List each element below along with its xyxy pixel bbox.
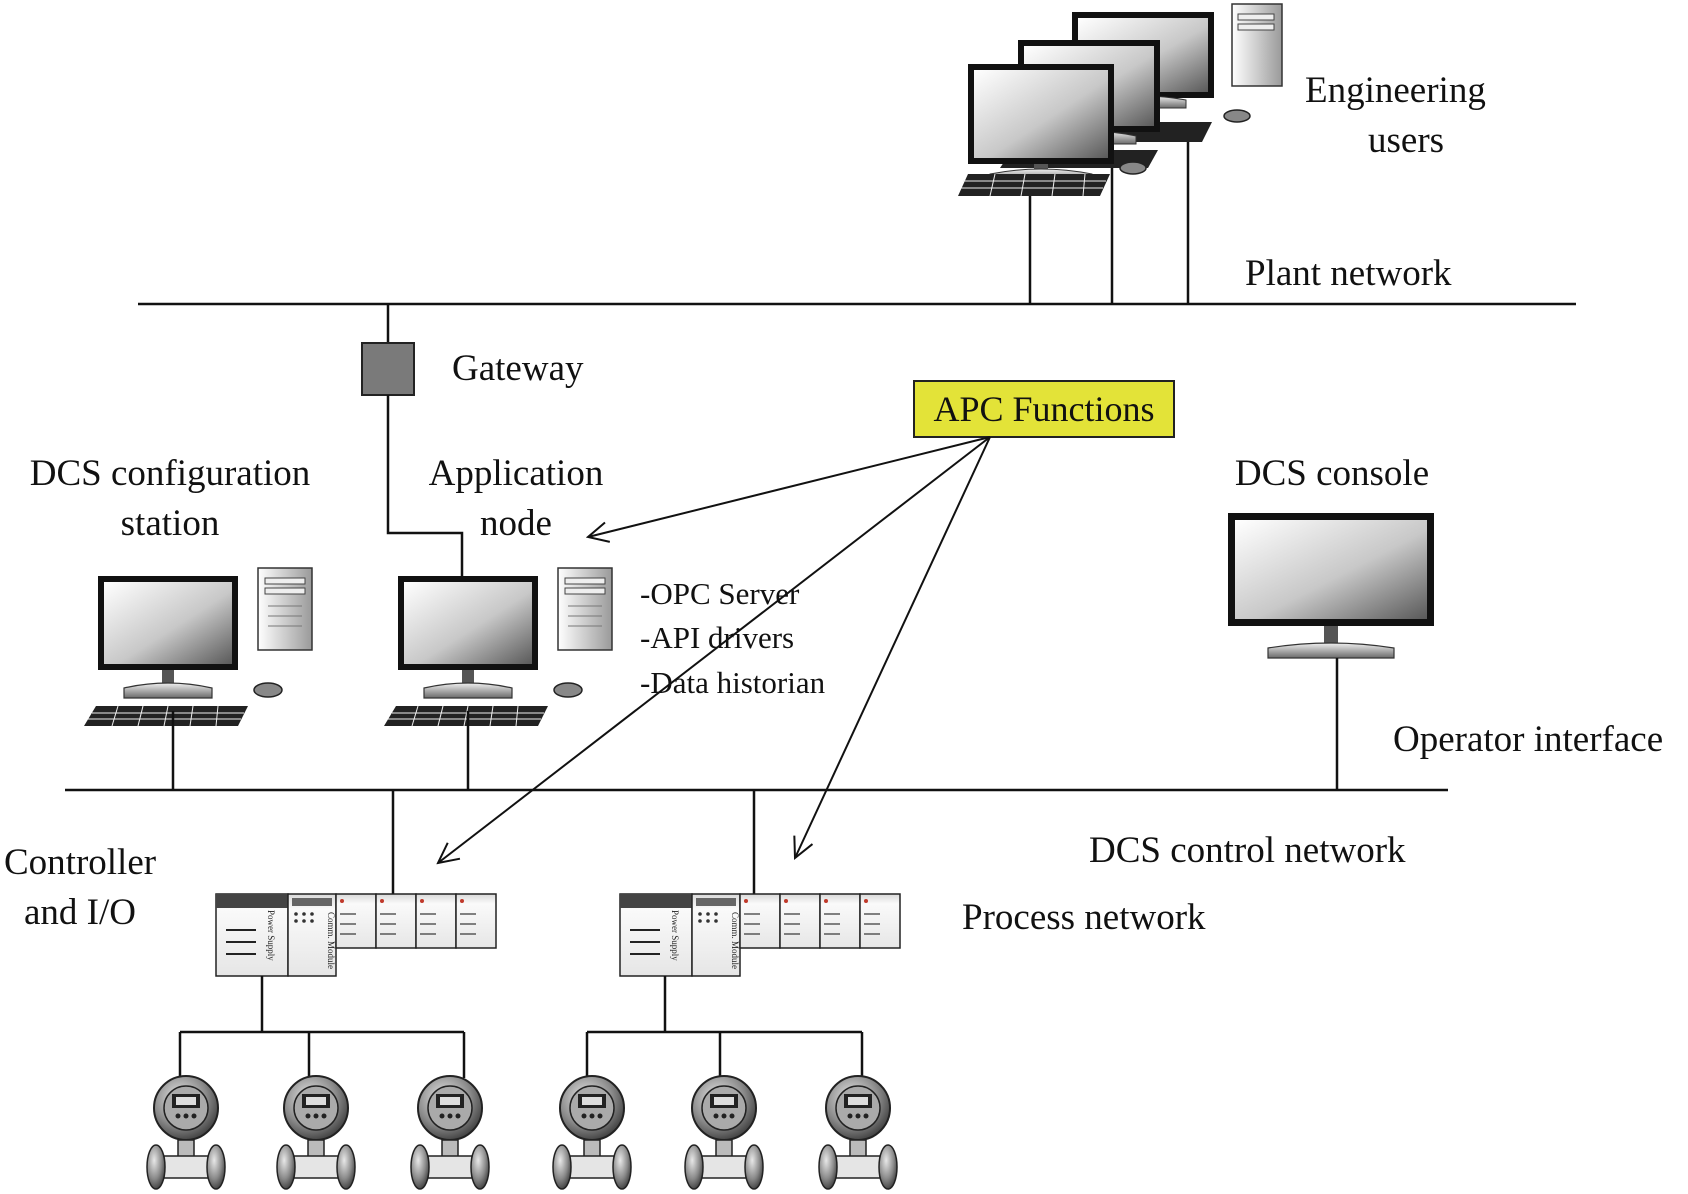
plant-network-label: Plant network	[1245, 253, 1452, 294]
apc-arrow-to-controller-1	[438, 436, 991, 863]
dcs-console-monitor-icon	[1228, 513, 1434, 659]
controller-rack-1-icon	[215, 893, 497, 977]
apc-arrow-to-application-node	[588, 436, 991, 537]
controller-io-label-line2: and I/O	[24, 892, 136, 933]
app-node-feature-opc-server: -OPC Server	[640, 576, 800, 611]
field-device-3-icon	[410, 1075, 490, 1190]
operator-interface-label: Operator interface	[1393, 719, 1663, 760]
dcs-control-network-label: DCS control network	[1089, 830, 1406, 871]
dcs-config-station-label-line2: station	[121, 503, 220, 544]
field-device-2-icon	[276, 1075, 356, 1190]
dcs-config-station-computer-icon	[83, 567, 313, 727]
apc-functions-box	[913, 380, 1175, 438]
rack-1-comm-module-label: Comm. Module	[326, 912, 336, 969]
process-network-label: Process network	[962, 897, 1206, 938]
rack-1-power-supply-label: Power Supply	[266, 910, 276, 961]
app-node-feature-api-drivers: -API drivers	[640, 620, 794, 655]
field-device-1-icon	[146, 1075, 226, 1190]
dcs-console-label: DCS console	[1235, 453, 1429, 494]
application-node-label-line2: node	[480, 503, 552, 544]
field-device-6-icon	[818, 1075, 898, 1190]
gateway-label: Gateway	[452, 348, 584, 389]
dcs-config-station-label-line1: DCS configuration	[30, 453, 311, 494]
field-device-4-icon	[552, 1075, 632, 1190]
engineering-workstation-front	[958, 64, 1114, 197]
gateway-to-application-node-line	[386, 395, 464, 576]
rack-2-power-supply-label: Power Supply	[670, 910, 680, 961]
apc-functions-label: APC Functions	[933, 389, 1154, 429]
engineering-users-label-line2: users	[1368, 120, 1444, 161]
application-node-label-line1: Application	[429, 453, 604, 494]
app-node-feature-data-historian: -Data historian	[640, 665, 826, 700]
field-device-5-icon	[684, 1075, 764, 1190]
engineering-users-label-line1: Engineering	[1305, 70, 1486, 111]
engineering-users-workstations	[958, 3, 1283, 197]
rack-2-comm-module-label: Comm. Module	[730, 912, 740, 969]
gateway-box	[361, 342, 415, 396]
application-node-computer-icon	[383, 567, 613, 727]
controller-rack-2-icon	[619, 893, 901, 977]
controller-io-label-line1: Controller	[4, 842, 156, 883]
apc-arrow-to-controller-2	[795, 436, 991, 858]
